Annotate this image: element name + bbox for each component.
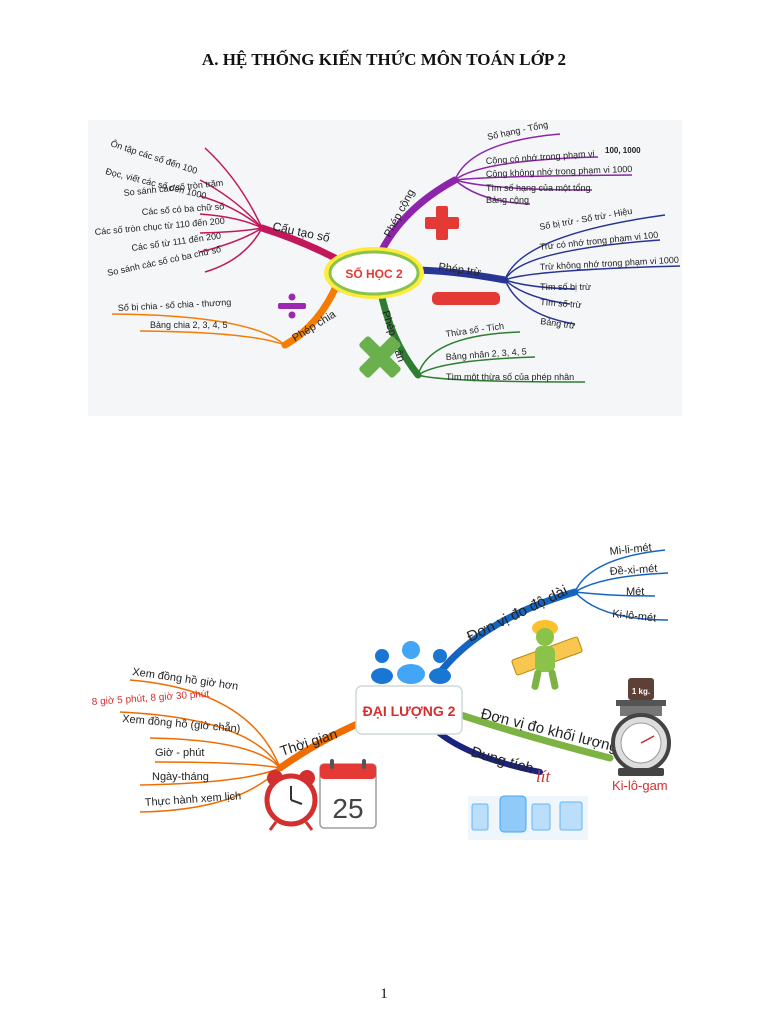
phep-tru-label: Phép trừ (438, 261, 483, 279)
list-item: Tìm số bị trừ (540, 282, 591, 292)
people-icon (371, 641, 451, 684)
do-dai-branch: Đơn vị đo độ dài Mi-li-mét Đề-xi-mét Mét… (434, 542, 669, 690)
so-hoc-center-node: SỐ HỌC 2 (324, 247, 424, 299)
scale-weight-label: 1 kg. (632, 687, 650, 696)
weighing-scale-icon: 1 kg. (611, 678, 671, 776)
khoi-luong-branch: Đơn vị đo khối lượng 1 kg. Ki-lô-gam (448, 678, 671, 793)
list-item: Mi-li-mét (609, 542, 652, 558)
list-item: Ki-lô-gam (612, 778, 668, 793)
calendar-icon: 25 (319, 759, 377, 829)
lit-label: lít (536, 767, 551, 786)
page-title: A. HỆ THỐNG KIẾN THỨC MÔN TOÁN LỚP 2 (201, 50, 567, 69)
page-number: 1 (380, 986, 388, 1002)
plus-icon (425, 206, 459, 240)
alarm-clock-icon (264, 770, 318, 831)
list-item: Tìm số trừ (540, 297, 582, 310)
minus-icon (432, 292, 500, 305)
list-item: Bảng cộng (486, 195, 529, 205)
division-icon (278, 293, 306, 319)
list-item: Bảng chia 2, 3, 4, 5 (150, 320, 228, 330)
list-item: Xem đồng hồ (giờ chẵn) (122, 712, 241, 735)
list-item: Tìm số hạng của một tổng (486, 183, 591, 193)
multiply-icon (359, 336, 401, 378)
list-item: Ki-lô-mét (612, 608, 657, 625)
list-item: Thực hành xem lịch (144, 790, 241, 809)
list-item: 8 giờ 5 phút, 8 giờ 30 phút (91, 689, 209, 708)
worker-ruler-icon (511, 620, 583, 690)
so-hoc-mind-map: Cấu tạo số Ôn tập các số đến 100 Đọc, vi… (88, 120, 682, 416)
calendar-day: 25 (332, 793, 363, 824)
dung-tich-label: Dung tích (469, 744, 535, 778)
dai-luong-center-node: ĐẠI LƯỢNG 2 (355, 685, 463, 735)
dai-luong-center-label: ĐẠI LƯỢNG 2 (363, 703, 456, 719)
thoi-gian-label: Thời gian (278, 725, 339, 758)
list-item: Giờ - phút (155, 747, 204, 759)
list-item: Bảng trừ (540, 316, 576, 331)
list-item: Tìm một thừa số của phép nhân (446, 372, 574, 382)
dung-tich-branch: Dung tích lít (435, 729, 588, 840)
list-item: Đề-xi-mét (609, 563, 657, 578)
so-hoc-center-label: SỐ HỌC 2 (345, 266, 403, 281)
liquid-containers-icon (468, 795, 588, 840)
dai-luong-mind-map: Đơn vị đo độ dài Mi-li-mét Đề-xi-mét Mét… (91, 542, 671, 840)
phep-cong-note: 100, 1000 (605, 146, 641, 155)
list-item: Mét (626, 586, 644, 598)
list-item: Ngày-tháng (152, 771, 209, 783)
thoi-gian-branch: Thời gian Xem đồng hồ giờ hơn 8 giờ 5 ph… (91, 666, 377, 831)
do-dai-label: Đơn vị đo độ dài (464, 582, 570, 645)
